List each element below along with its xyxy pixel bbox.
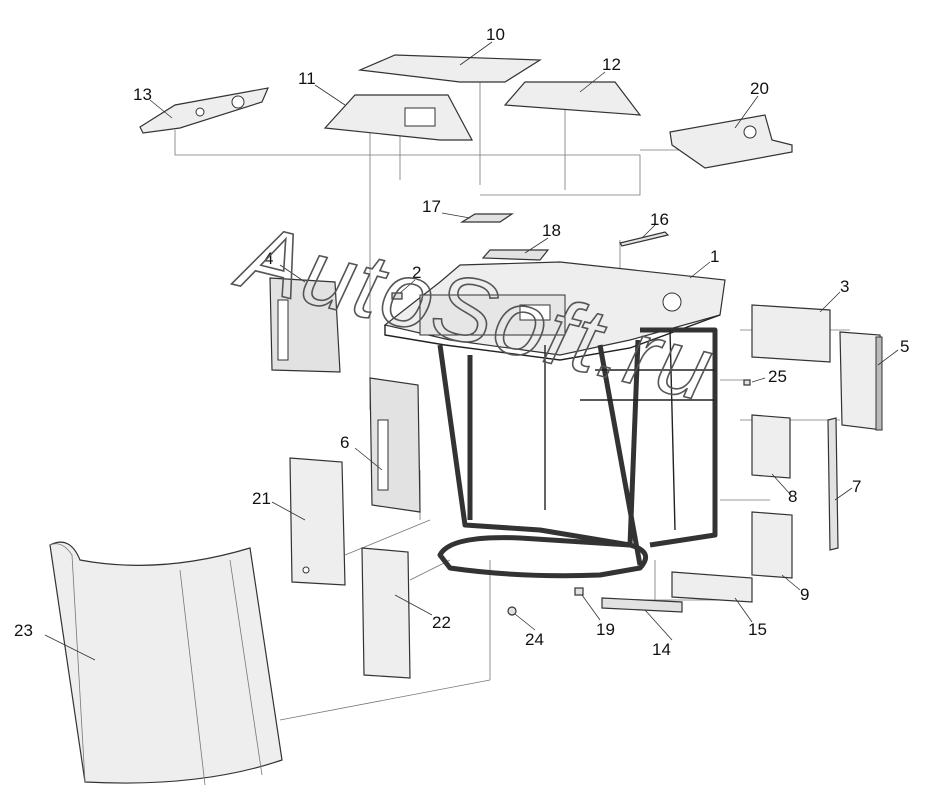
part-20-bracket <box>669 114 793 169</box>
part-22-panel <box>361 547 411 679</box>
callout-11: 11 <box>298 69 316 88</box>
part-18-cover <box>481 249 550 261</box>
callout-5: 5 <box>900 337 909 356</box>
part-21-panel <box>289 457 346 586</box>
part-7-strip <box>827 417 839 551</box>
callout-14: 14 <box>652 640 671 659</box>
part-1-cab-frame <box>383 261 726 579</box>
callout-21: 21 <box>252 489 271 508</box>
callout-15: 15 <box>748 620 767 639</box>
callout-23: 23 <box>14 621 33 640</box>
part-12-roof-panel <box>503 81 642 116</box>
callout-19: 19 <box>596 620 615 639</box>
part-8-panel <box>751 414 791 479</box>
callout-13: 13 <box>133 85 152 104</box>
callout-22: 22 <box>432 613 451 632</box>
part-19-spring <box>574 587 584 596</box>
callout-25: 25 <box>768 367 787 386</box>
part-5-panel <box>839 331 883 431</box>
callout-24: 24 <box>525 630 544 649</box>
part-6-side-panel <box>369 377 421 513</box>
callout-10: 10 <box>486 25 505 44</box>
part-14-strip <box>601 597 683 613</box>
part-24-nut <box>507 606 517 616</box>
part-3-panel <box>751 304 831 363</box>
callout-1: 1 <box>710 247 719 266</box>
callout-12: 12 <box>602 55 621 74</box>
part-13-bracket <box>139 87 269 134</box>
callout-3: 3 <box>840 277 849 296</box>
callout-6: 6 <box>340 433 349 452</box>
part-11-front-roof-panel <box>323 94 473 141</box>
callout-2: 2 <box>412 263 421 282</box>
callout-8: 8 <box>788 487 797 506</box>
part-4-side-panel <box>269 277 341 373</box>
callout-17: 17 <box>422 197 441 216</box>
callout-20: 20 <box>750 79 769 98</box>
part-2-bolt <box>391 292 403 300</box>
callout-16: 16 <box>650 210 669 229</box>
part-10-roof-panel <box>357 54 542 83</box>
part-16-strip <box>619 231 670 247</box>
callout-9: 9 <box>800 585 809 604</box>
callout-18: 18 <box>542 221 561 240</box>
part-9-panel <box>751 511 793 579</box>
part-25-clip <box>743 379 751 386</box>
part-23-curved-panel <box>49 541 283 786</box>
part-15-panel <box>671 571 753 603</box>
callout-4: 4 <box>264 249 273 268</box>
leader-lines <box>44 41 899 661</box>
part-17-vent <box>459 213 514 223</box>
callout-7: 7 <box>852 477 861 496</box>
callout-labels: 1 2 3 4 5 6 7 8 9 10 11 12 13 14 15 16 1… <box>14 25 909 659</box>
